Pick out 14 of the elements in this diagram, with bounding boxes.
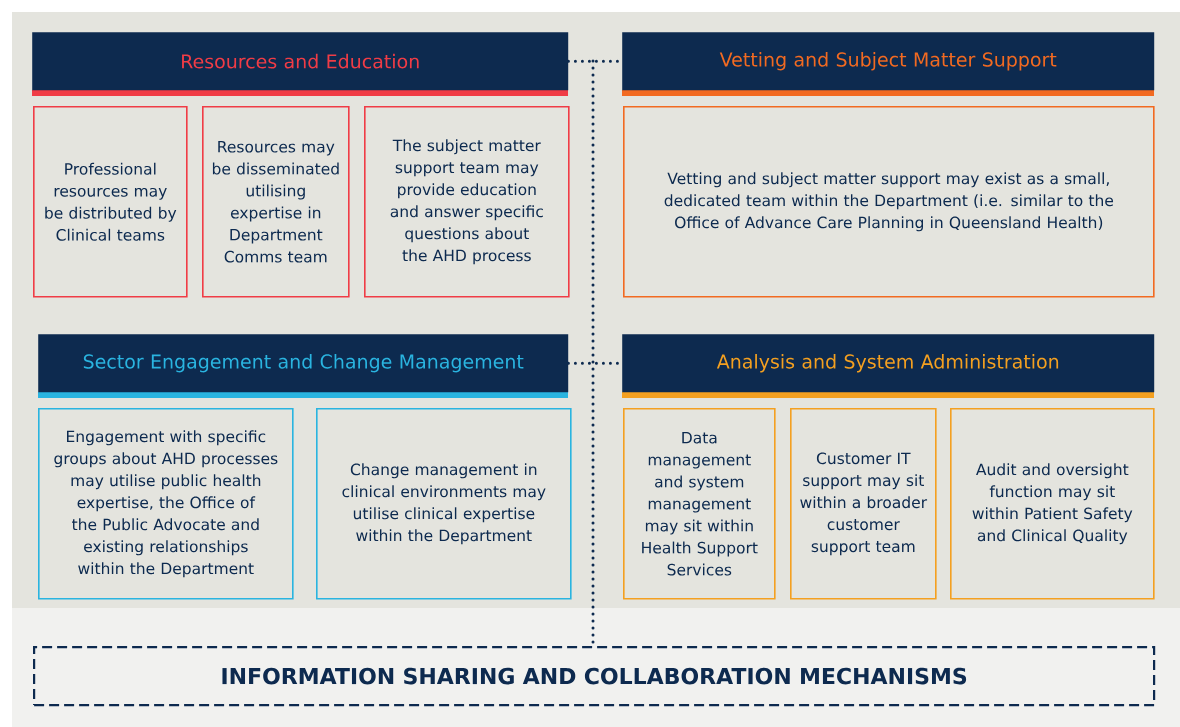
text-box: Audit and oversight function may sit within Patient Safety and Clinical Quality bbox=[950, 408, 1155, 600]
text-box: Resources may be disseminated utilising expertise in Department Comms team bbox=[202, 106, 350, 298]
section-header: Analysis and System Administration bbox=[622, 334, 1155, 398]
text-box: The subject matter support team may provide education and answer specific questions about the AHD process bbox=[364, 106, 570, 298]
section-header: Resources and Education bbox=[32, 32, 569, 96]
section-header: Vetting and Subject Matter Support bbox=[622, 32, 1155, 96]
section-header: Sector Engagement and Change Management bbox=[38, 334, 569, 398]
text-box: Professional resources may be distributed by Clinical teams bbox=[33, 106, 188, 298]
text-box: Engagement with specific groups about AHD processes may utilise public health expertise, the Office of the Public Advocate and existing relationships within the Department bbox=[38, 408, 294, 600]
text-box: Data management and system management may sit within Health Support Services bbox=[623, 408, 776, 600]
text-box: Customer IT support may sit within a broader customer support team bbox=[790, 408, 937, 600]
text-box: Vetting and subject matter support may exist as a small, dedicated team within the Department (i.e. similar to the Office of Advance Care Planning in Queensland Health) bbox=[623, 106, 1155, 298]
banner-box: INFORMATION SHARING AND COLLABORATION MECHANISMS bbox=[33, 646, 1156, 707]
text-box: Change management in clinical environments may utilise clinical expertise within the Department bbox=[316, 408, 572, 600]
